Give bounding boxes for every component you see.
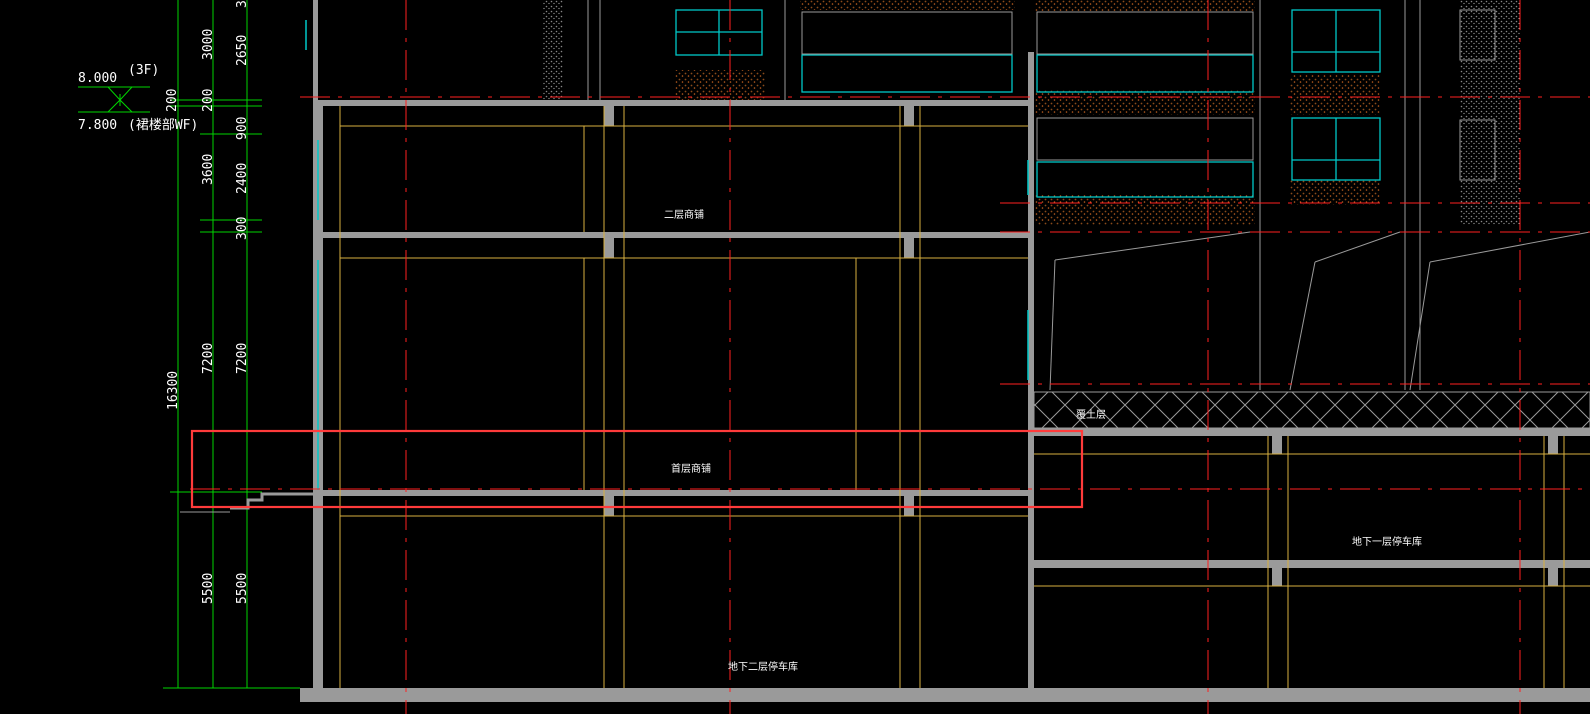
- upper-facade: [543, 0, 1520, 225]
- level-lower-tag: (裙楼部WF): [128, 118, 198, 133]
- dimension-texts: 16300 3000 200 3600 7200 5500 3 2650 200…: [165, 0, 250, 604]
- level-upper-tag: (3F): [128, 63, 159, 78]
- dim-3: 3: [235, 0, 250, 8]
- highlight-box: [190, 429, 1084, 509]
- dim-5500-b: 5500: [235, 573, 250, 604]
- entry-steps: [230, 492, 313, 510]
- dim-200-a: 200: [165, 89, 180, 112]
- dim-200-b: 200: [201, 89, 216, 112]
- dim-total-16300: 16300: [166, 371, 181, 410]
- structural-walls: [300, 0, 1590, 702]
- facade-gray-lines: [587, 0, 1590, 391]
- level-marks: 8.000 (3F) 7.800 (裙楼部WF): [78, 63, 198, 133]
- level-lower-value: 7.800: [78, 118, 117, 133]
- dim-900: 900: [235, 117, 250, 140]
- dim-3600: 3600: [201, 154, 216, 185]
- room-labels: 二层商铺 首层商铺 地下一层停车库 地下二层停车库 覆土层: [664, 208, 1422, 673]
- dim-3000: 3000: [201, 29, 216, 60]
- dim-2650: 2650: [235, 35, 250, 66]
- left-glazing: [305, 20, 1029, 490]
- room-basement-1-garage: 地下一层停车库: [1352, 535, 1422, 548]
- room-soil-cover: 覆土层: [1076, 408, 1106, 421]
- room-basement-2-garage: 地下二层停车库: [728, 660, 798, 673]
- dim-2400: 2400: [235, 163, 250, 194]
- soil-hatch: [1033, 391, 1590, 429]
- level-upper-value: 8.000: [78, 71, 117, 86]
- interior-lines: [339, 106, 1590, 688]
- axis-lines: [190, 0, 1590, 714]
- dim-300: 300: [235, 217, 250, 240]
- dimension-lines: [78, 0, 300, 689]
- dim-7200-a: 7200: [201, 343, 216, 374]
- room-second-floor-shop: 二层商铺: [664, 208, 704, 221]
- dim-7200-b: 7200: [235, 343, 250, 374]
- dim-5500-a: 5500: [201, 573, 216, 604]
- room-ground-floor-shop: 首层商铺: [671, 462, 711, 475]
- facade-windows: [675, 9, 1381, 198]
